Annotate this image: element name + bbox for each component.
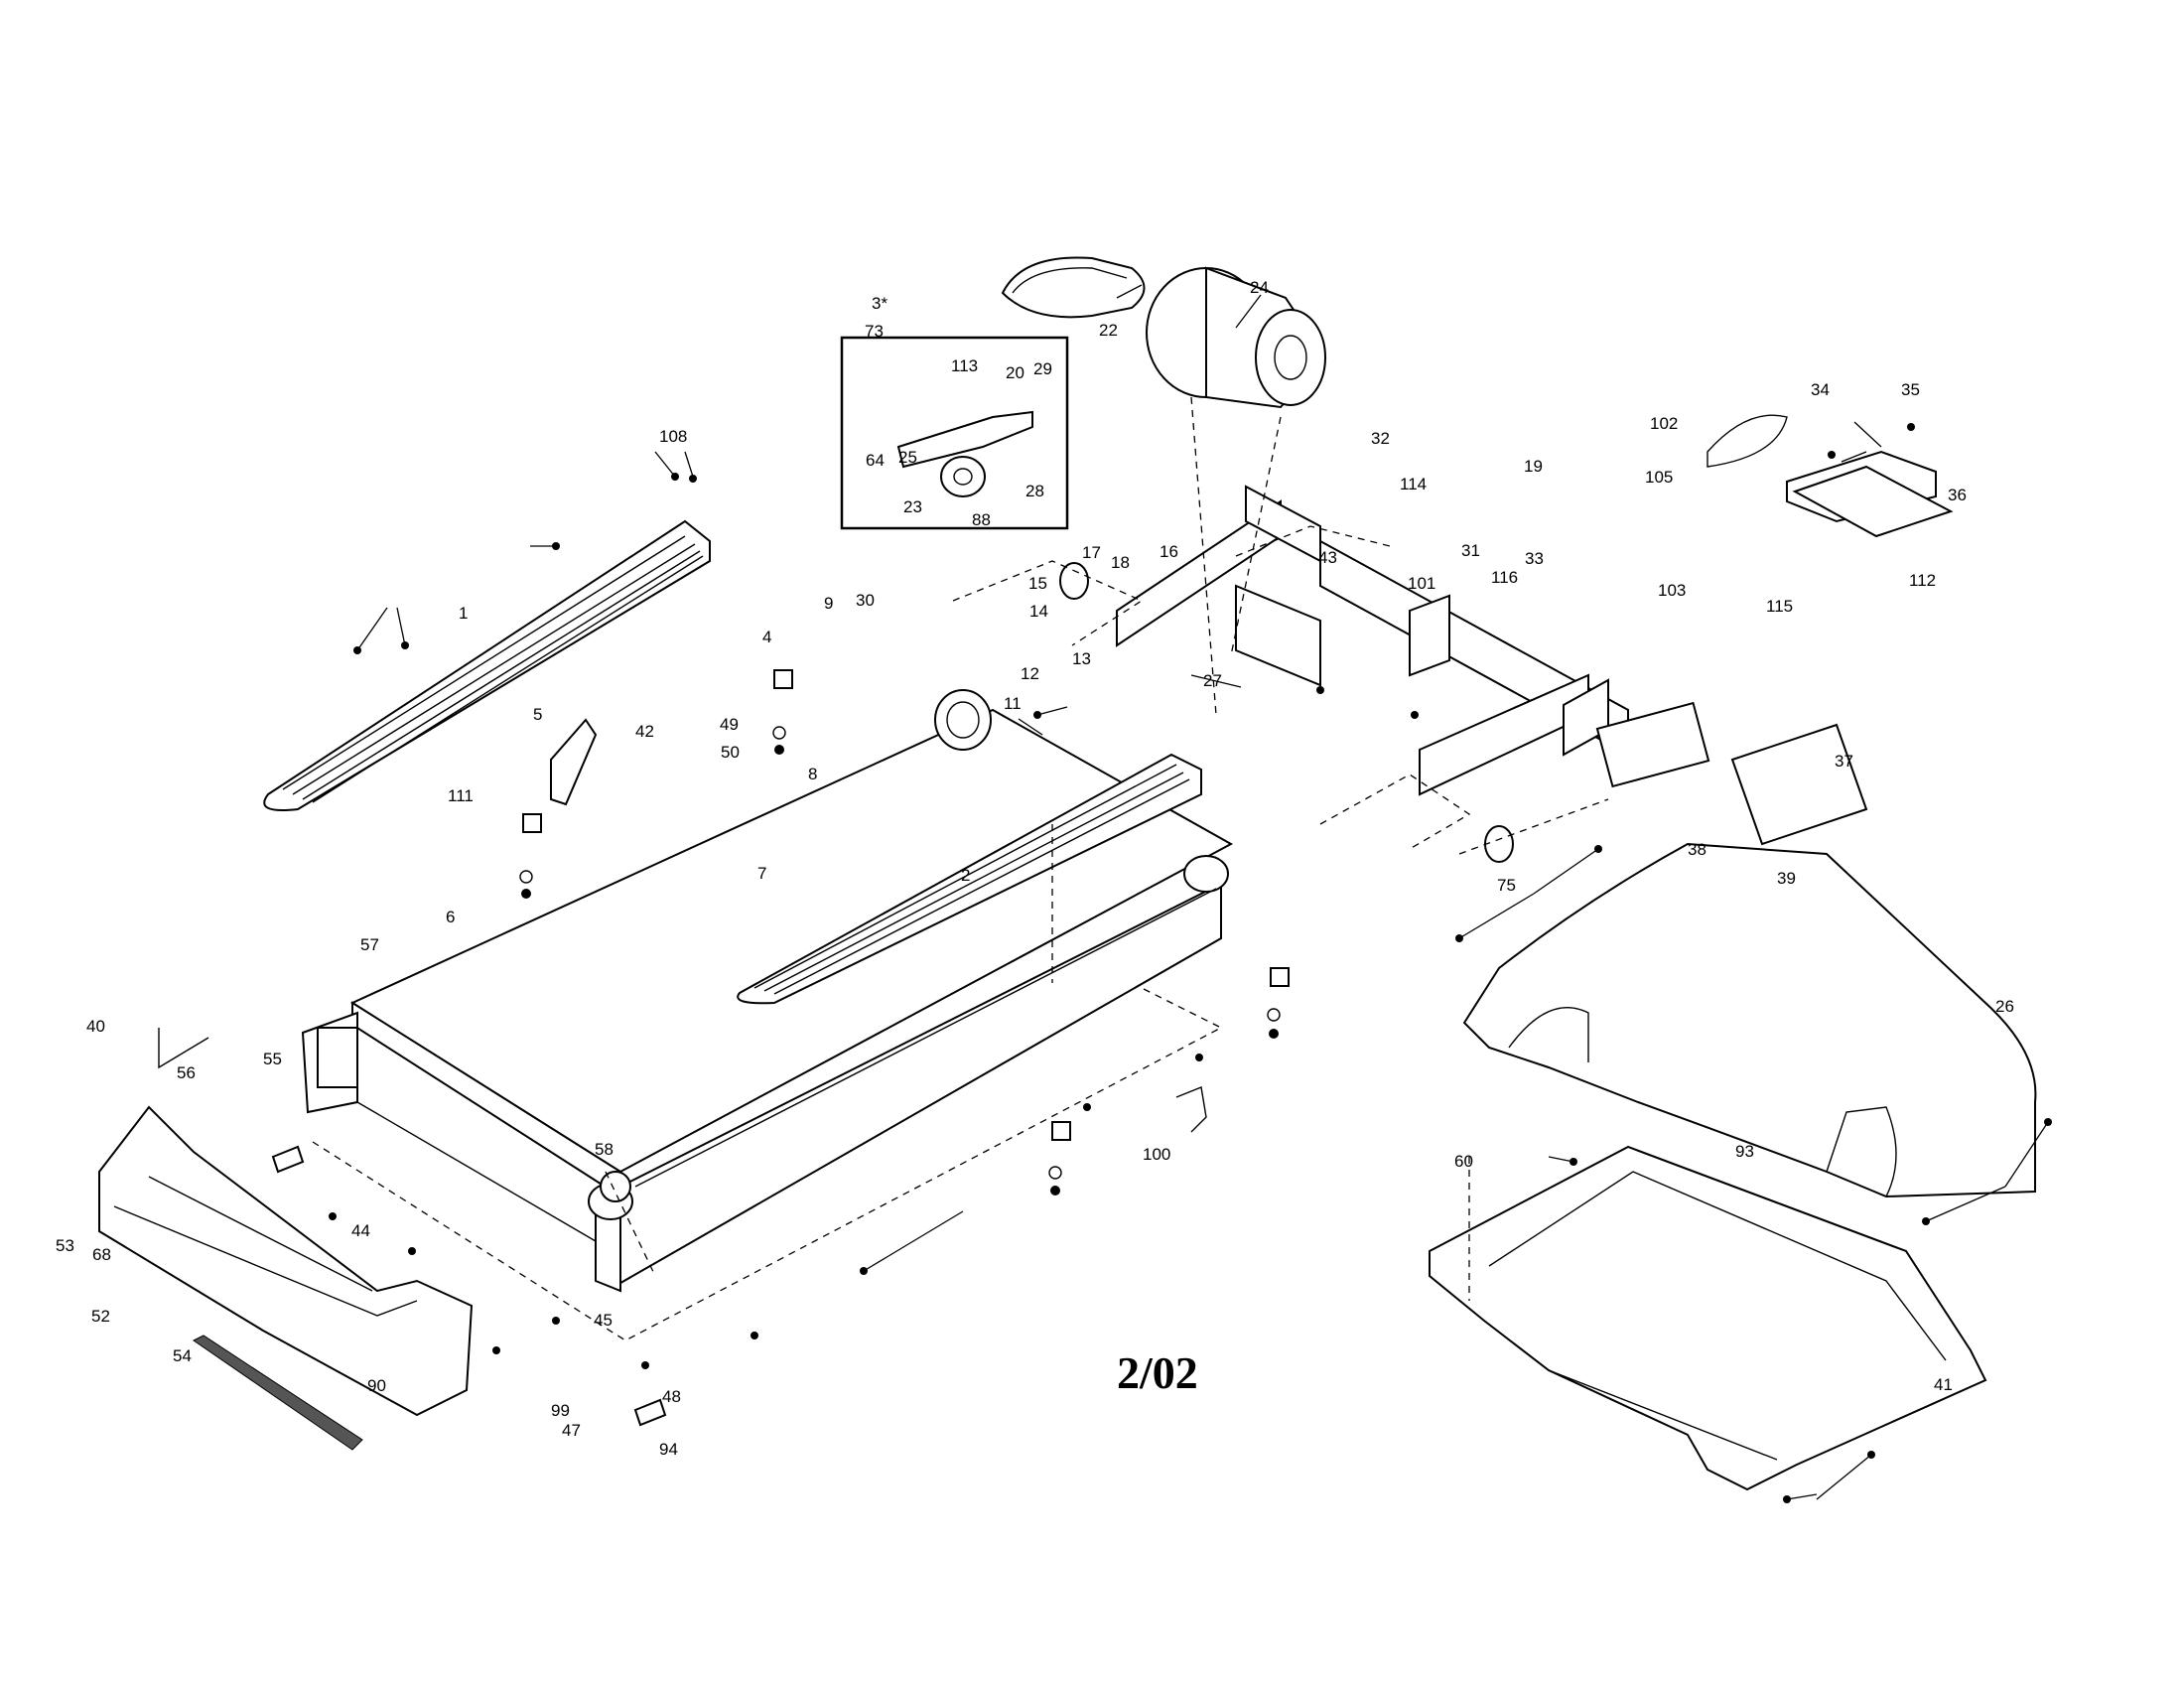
callout-label: 29 (1033, 359, 1052, 378)
callout-label: 116 (1491, 568, 1518, 587)
callout-label: 73 (865, 322, 884, 341)
callout-label: 41 (1934, 1375, 1953, 1394)
callout-label: 14 (1029, 602, 1048, 621)
callout-label: 40 (86, 1017, 105, 1036)
callout-label: 112 (1909, 571, 1936, 590)
callout-label: 114 (1400, 475, 1427, 493)
front-hood (98, 1105, 474, 1451)
callout-label: 25 (898, 448, 917, 467)
callout-label: 24 (1250, 278, 1269, 297)
callout-label: 36 (1948, 486, 1967, 504)
callout-label: 54 (173, 1346, 192, 1365)
callout-label: 17 (1082, 543, 1101, 562)
callout-label: 108 (659, 427, 687, 446)
callout-label: 7 (757, 864, 766, 883)
callout-label: 64 (866, 451, 885, 470)
callout-label: 35 (1901, 380, 1920, 399)
callout-label: 2 (961, 866, 970, 885)
date-stamp: 2/02 (1117, 1347, 1198, 1398)
callout-label: 1 (459, 604, 468, 623)
treadmill-deck-frame (301, 689, 1234, 1341)
callout-label: 58 (595, 1140, 614, 1159)
side-rail-2 (737, 753, 1202, 1005)
electronics-group (1595, 414, 1954, 846)
callout-label: 39 (1777, 869, 1796, 888)
callout-label: 56 (177, 1063, 196, 1082)
callout-label: 88 (972, 510, 991, 529)
callout-label: 75 (1497, 876, 1516, 895)
callout-label: 16 (1160, 542, 1178, 561)
callout-label: 111 (448, 786, 474, 805)
callout-label: 23 (903, 497, 922, 516)
callout-label: 37 (1835, 752, 1853, 771)
part-callouts: 1 2 3* 4 5 6 7 8 9 11 12 13 14 15 16 17 … (56, 278, 2014, 1459)
callout-label: 33 (1525, 549, 1544, 568)
callout-label: 44 (351, 1221, 370, 1240)
callout-label: 4 (762, 628, 771, 646)
callout-label: 115 (1766, 597, 1793, 616)
upright-frame (1116, 485, 1629, 796)
callout-label: 50 (721, 743, 740, 762)
callout-label: 103 (1658, 581, 1686, 600)
callout-label: 13 (1072, 649, 1091, 668)
callout-label: 12 (1021, 664, 1039, 683)
idler-bracket-inset (840, 336, 1069, 530)
callout-label: 11 (1004, 694, 1022, 713)
callout-label: 113 (951, 356, 978, 375)
callout-label: 42 (635, 722, 654, 741)
callout-label: 52 (91, 1307, 110, 1326)
callout-label: 22 (1099, 321, 1118, 340)
leader-lines (329, 284, 2052, 1503)
callout-label: 38 (1688, 840, 1706, 859)
callout-label: 15 (1028, 574, 1047, 593)
callout-label: 90 (367, 1376, 386, 1395)
callout-label: 48 (662, 1387, 681, 1406)
callout-label: 32 (1371, 429, 1390, 448)
callout-label: 20 (1006, 363, 1024, 382)
misc-hardware (158, 396, 1609, 1427)
callout-label: 105 (1645, 468, 1673, 487)
side-rail-1 (263, 519, 711, 811)
callout-label: 34 (1811, 380, 1830, 399)
callout-label: 9 (824, 594, 833, 613)
callout-label: 45 (594, 1311, 613, 1330)
drive-motor (1001, 256, 1327, 409)
callout-label: 102 (1650, 414, 1678, 433)
callout-label: 3* (872, 294, 887, 313)
callout-label: 26 (1995, 997, 2014, 1016)
callout-label: 31 (1461, 541, 1480, 560)
callout-label: 28 (1025, 482, 1044, 500)
callout-label: 53 (56, 1236, 74, 1255)
callout-label: 6 (446, 908, 455, 926)
callout-label: 47 (562, 1421, 581, 1440)
callout-label: 68 (92, 1245, 111, 1264)
callout-label: 19 (1524, 457, 1543, 476)
callout-label: 18 (1111, 553, 1130, 572)
base-pan (1429, 1145, 1987, 1491)
callout-label: 30 (856, 591, 875, 610)
callout-label: 60 (1454, 1152, 1473, 1171)
callout-label: 93 (1735, 1142, 1754, 1161)
callout-label: 5 (533, 705, 542, 724)
callout-label: 55 (263, 1050, 282, 1068)
callout-label: 94 (659, 1440, 678, 1459)
motor-hood (1462, 842, 2037, 1198)
callout-label: 49 (720, 715, 739, 734)
callout-label: 8 (808, 765, 817, 783)
callout-label: 57 (360, 935, 379, 954)
callout-label: 43 (1318, 548, 1337, 567)
callout-label: 101 (1408, 574, 1435, 593)
callout-label: 100 (1143, 1145, 1170, 1164)
callout-label: 99 (551, 1401, 570, 1420)
